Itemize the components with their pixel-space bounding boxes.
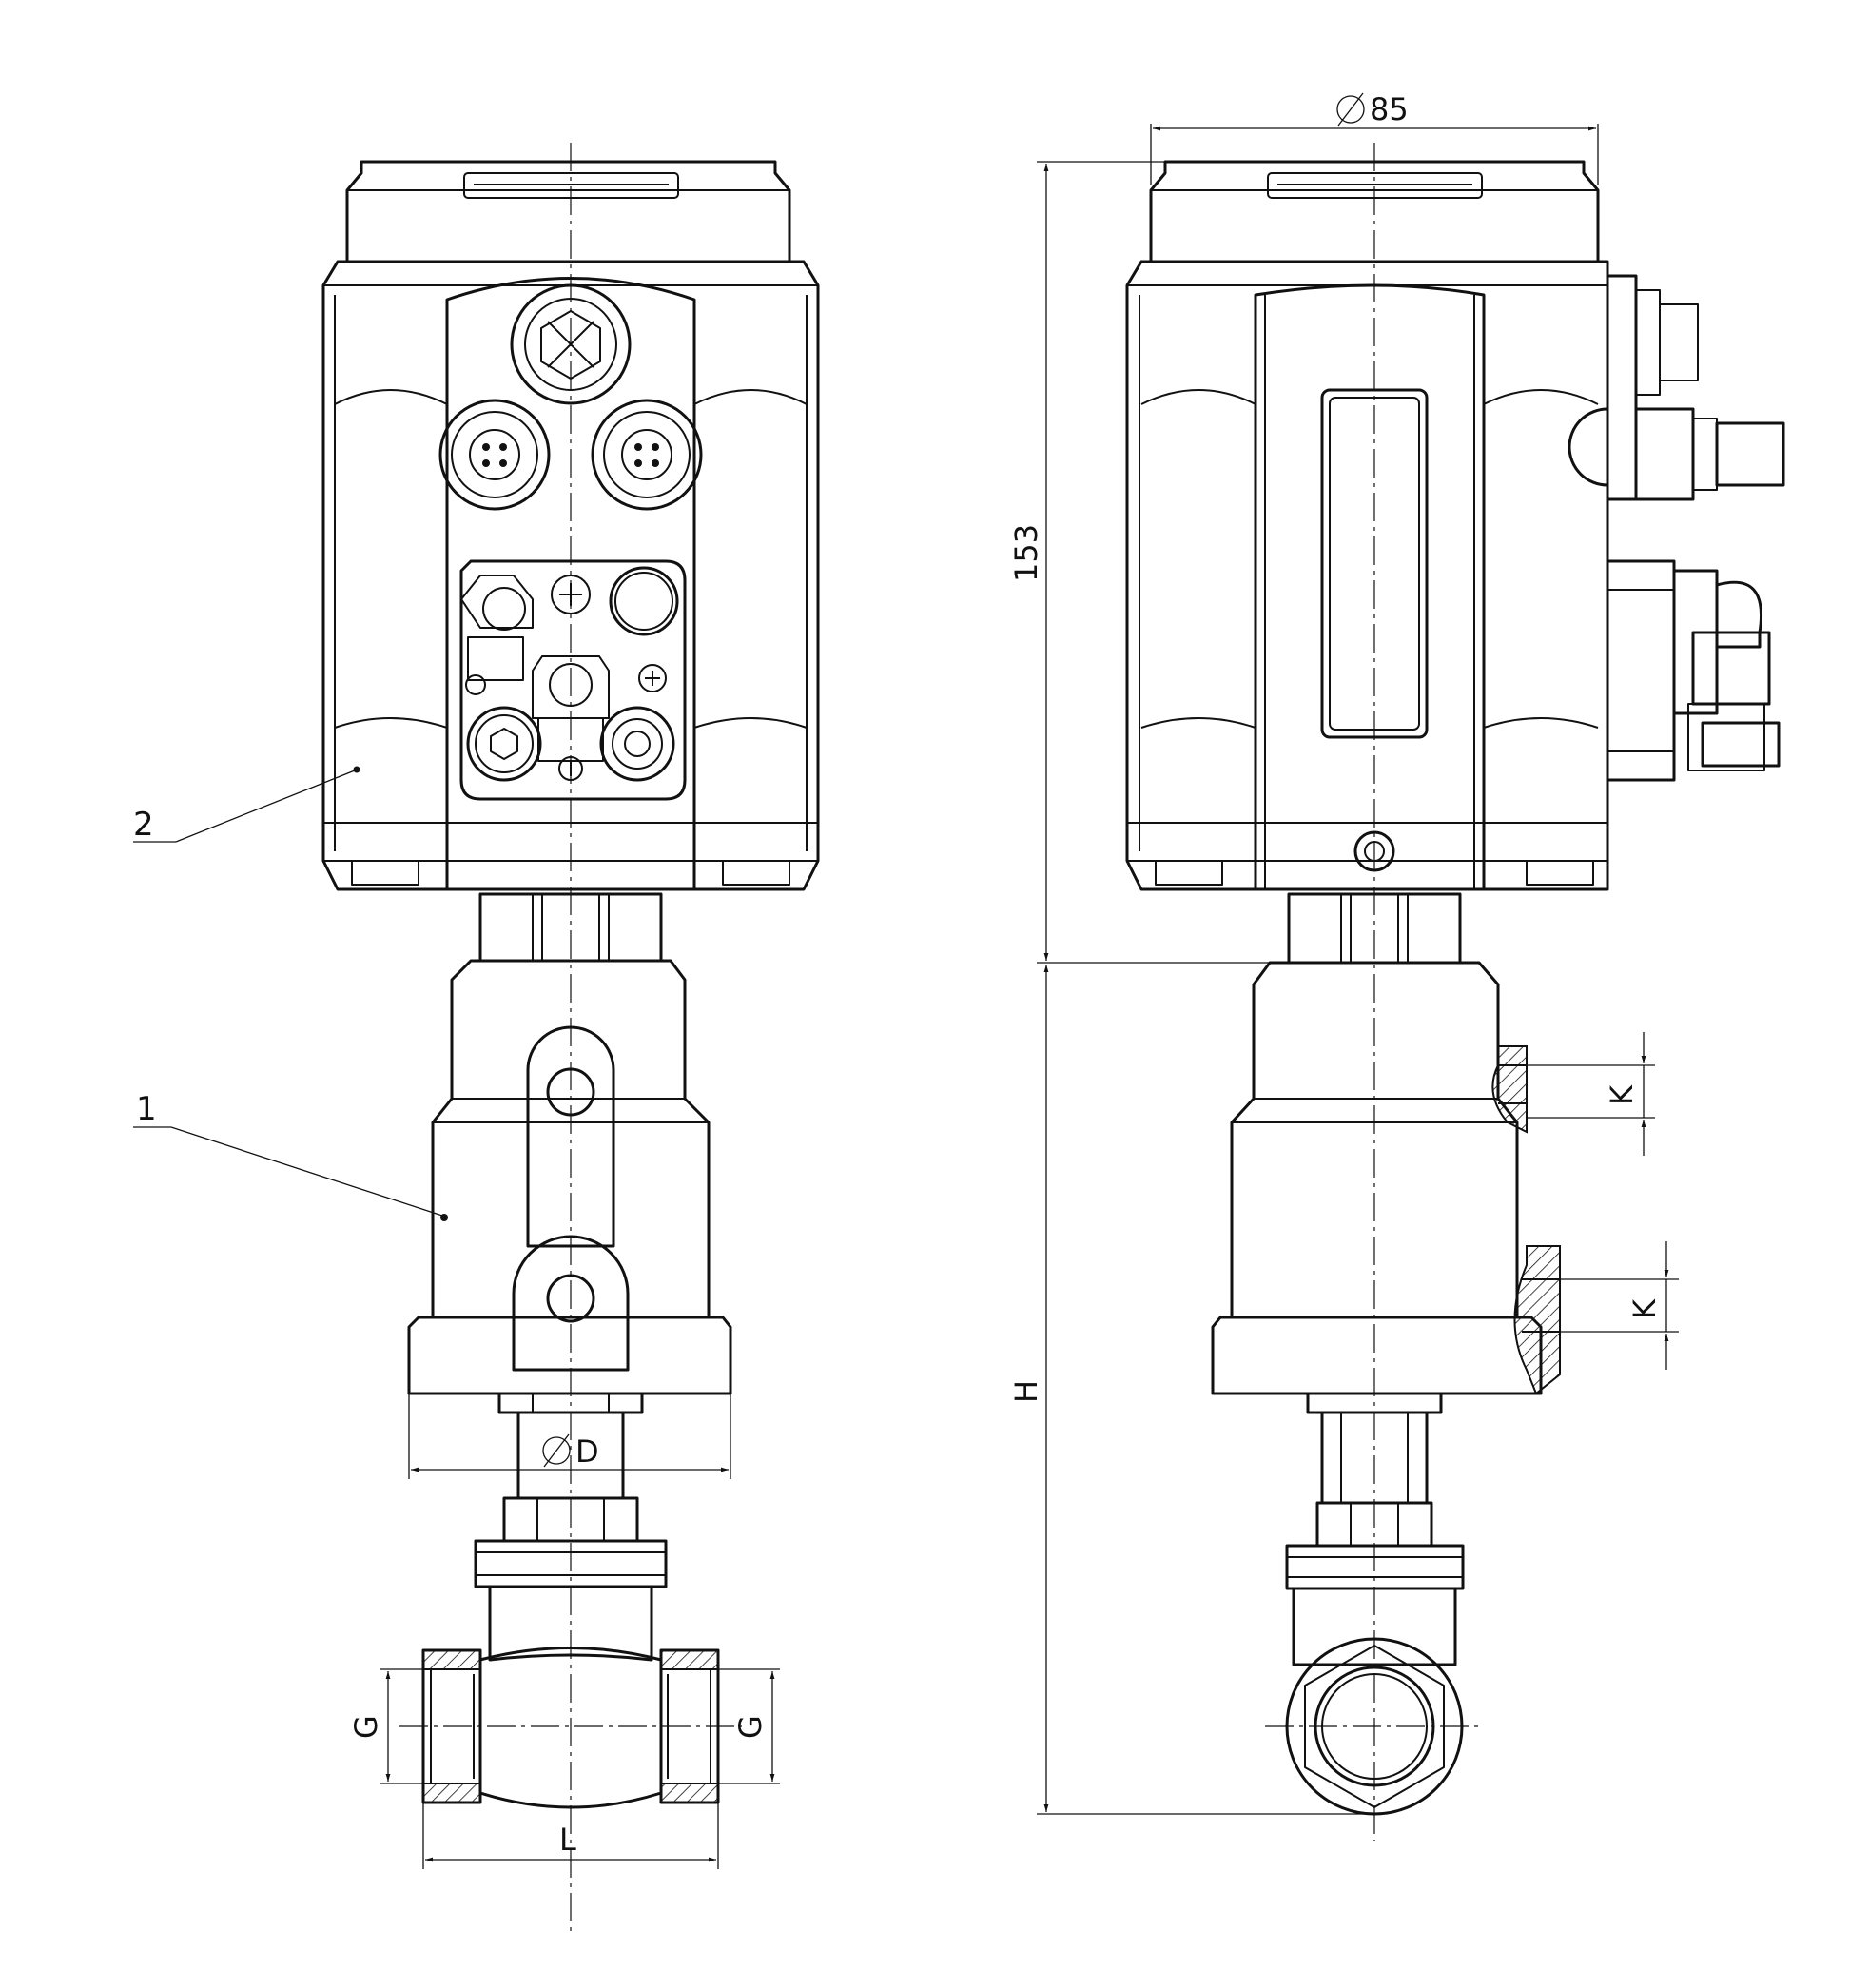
part-1-label: 1 — [136, 1090, 157, 1128]
m12-connector-right — [591, 399, 703, 511]
dimension-diameter-85: 85 — [1150, 91, 1599, 185]
dimension-k-lower: K — [1560, 1241, 1679, 1370]
front-control-panel — [438, 277, 703, 891]
front-actuator-body — [321, 260, 820, 891]
dimension-g-left: G — [348, 1668, 423, 1784]
side-valve-actuator — [1211, 961, 1561, 1395]
side-accessories — [1568, 274, 1785, 782]
dimension-d-text: D — [575, 1433, 599, 1470]
dimension-l-text: L — [559, 1822, 576, 1858]
dimension-k-lower-text: K — [1626, 1298, 1663, 1319]
dimension-k-upper-text: K — [1604, 1084, 1640, 1105]
dimension-k-upper: K — [1527, 1032, 1655, 1156]
dimension-g-right-text: G — [732, 1715, 769, 1739]
dimension-85-text: 85 — [1370, 91, 1409, 127]
side-stem — [1285, 1392, 1465, 1590]
dimension-l: L — [422, 1803, 719, 1869]
part-2-label: 2 — [133, 806, 154, 844]
side-valve-body — [1265, 1587, 1484, 1816]
dimension-g-left-text: G — [348, 1715, 384, 1739]
dimension-g-right: G — [718, 1668, 780, 1784]
dimension-d: D — [408, 1394, 731, 1479]
dimension-h: H — [1008, 965, 1374, 1815]
leader-part-2: 2 — [133, 766, 360, 844]
dimension-153-text: 153 — [1008, 524, 1044, 582]
side-top-cap — [1149, 160, 1600, 263]
front-view: 2 1 D L G — [133, 143, 820, 1931]
side-view: 85 153 H K — [1008, 91, 1785, 1841]
side-actuator-body — [1125, 260, 1609, 891]
dimension-h-text: H — [1008, 1380, 1044, 1403]
leader-part-1: 1 — [133, 1090, 443, 1217]
front-valve-body — [399, 1585, 742, 1809]
front-valve-actuator — [407, 959, 732, 1395]
front-top-cap — [345, 160, 791, 263]
dimension-153: 153 — [1008, 161, 1303, 964]
m12-connector-left — [438, 399, 551, 511]
